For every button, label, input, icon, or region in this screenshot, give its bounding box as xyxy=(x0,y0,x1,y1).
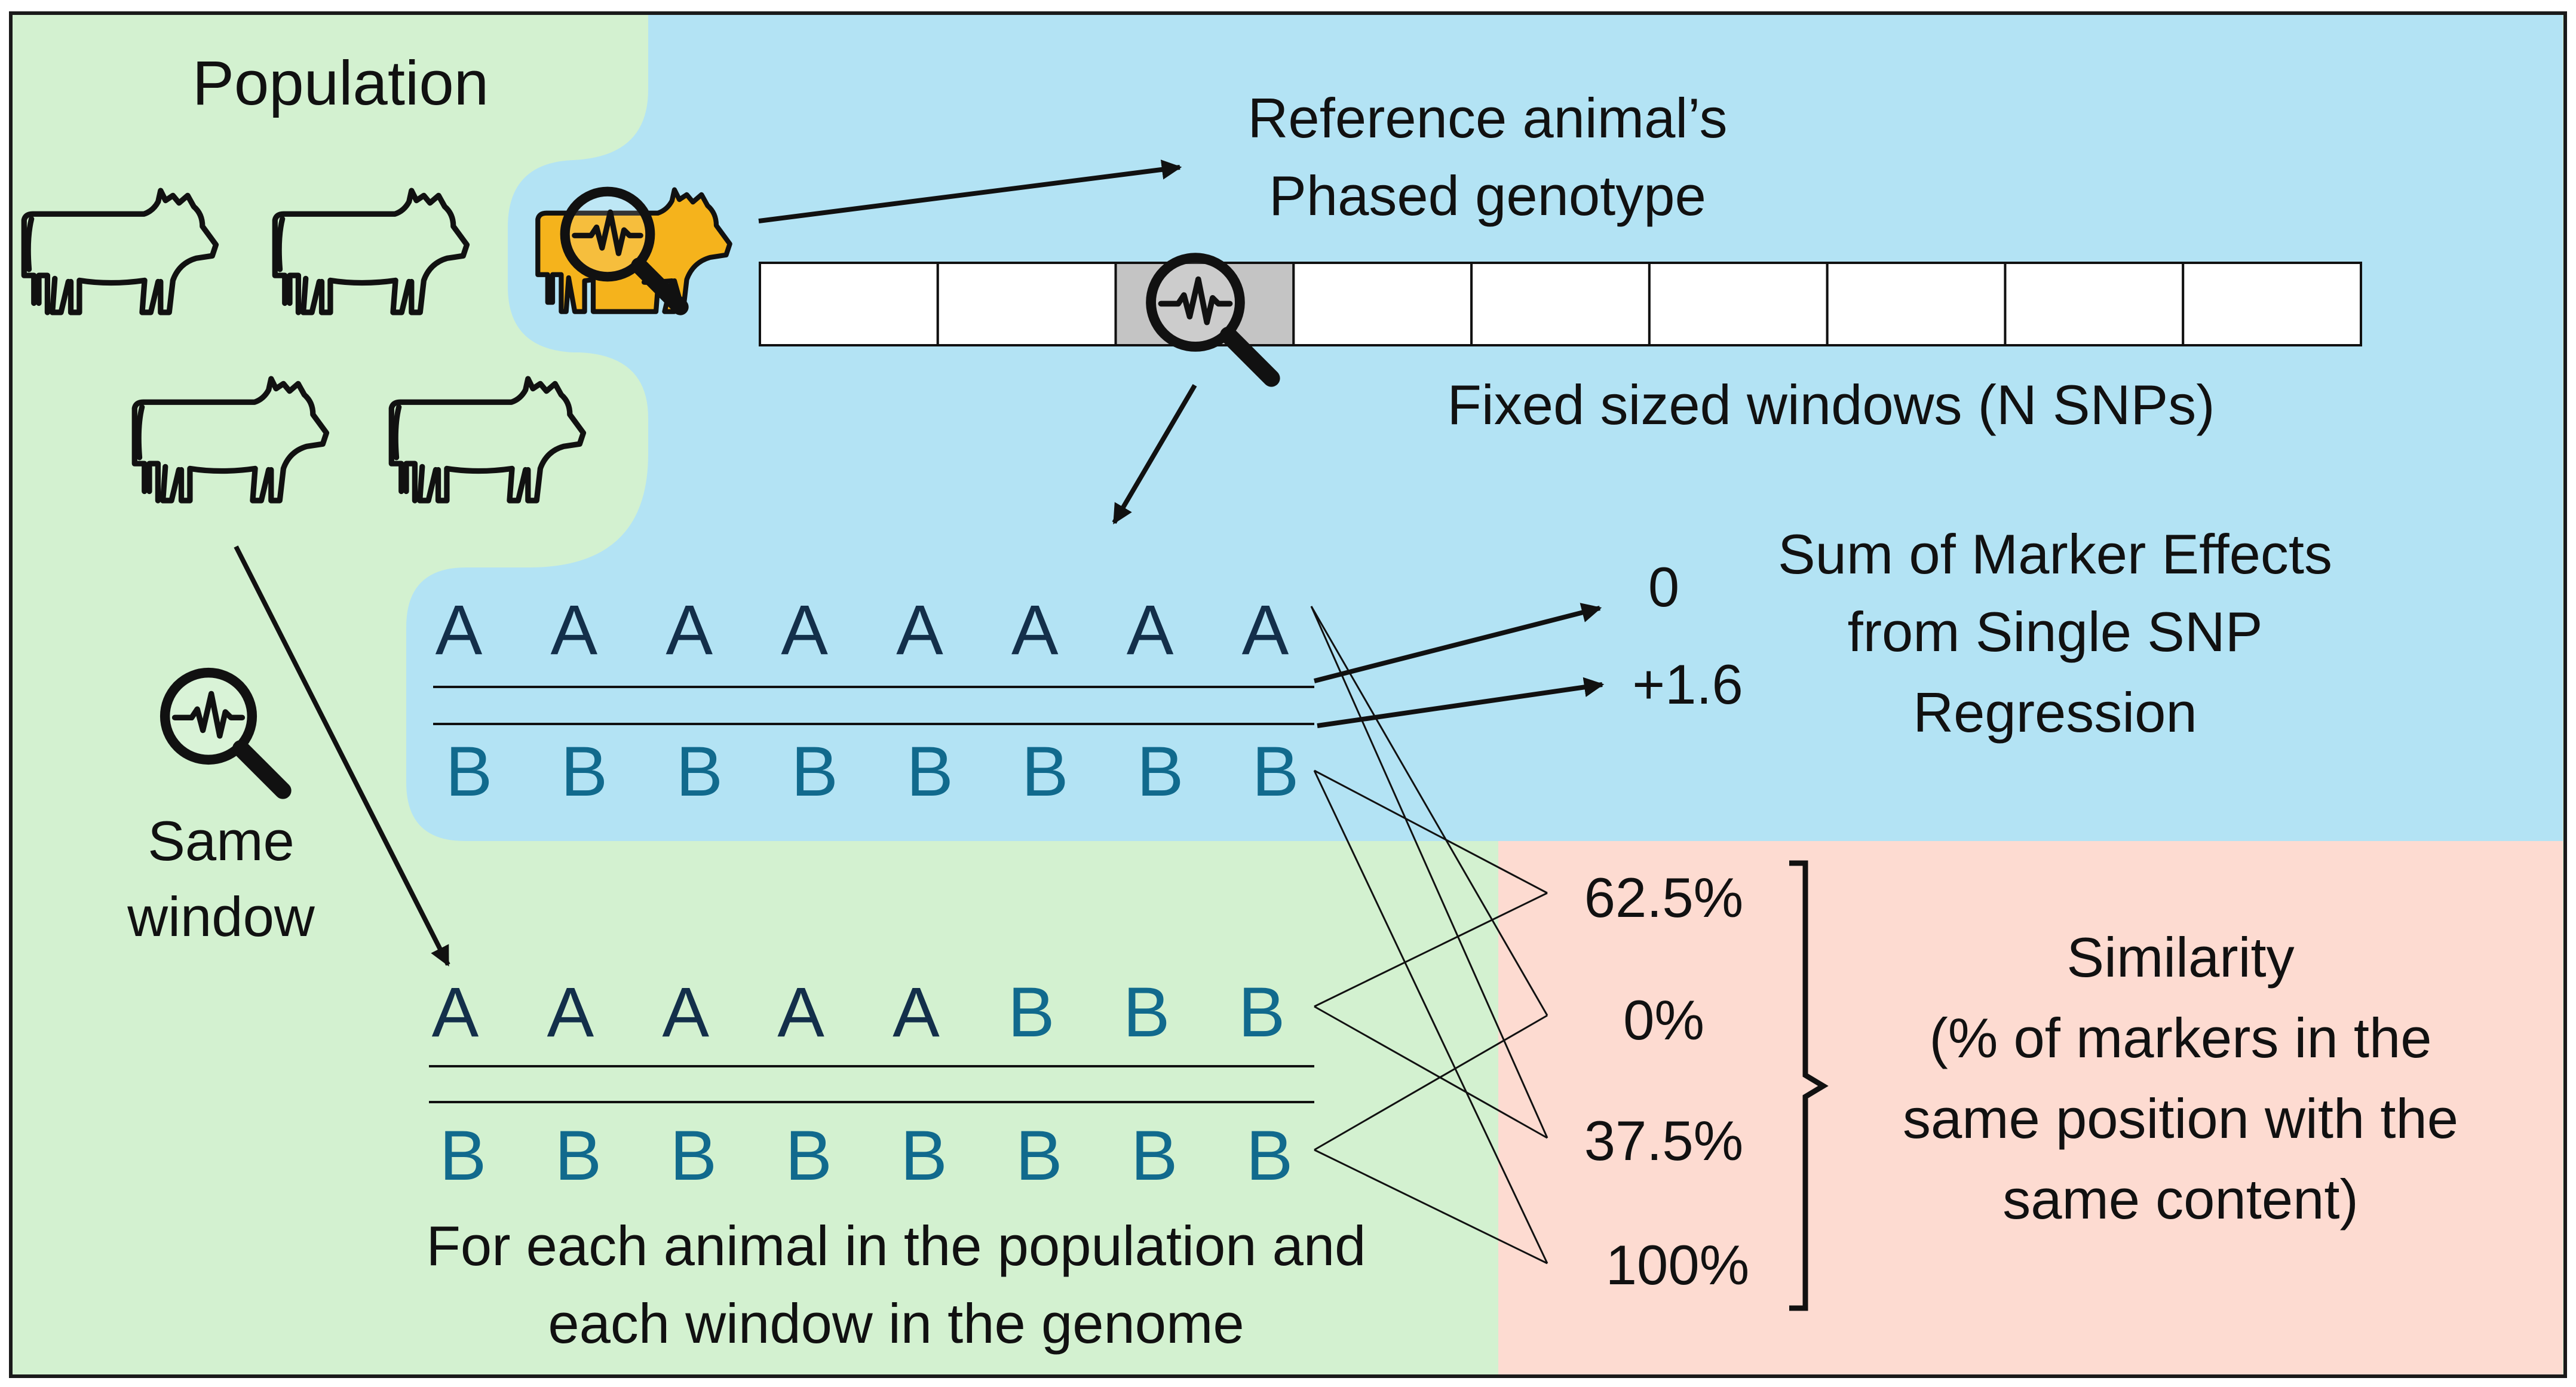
reference-label-line1: Reference animal’s xyxy=(1248,87,1728,149)
allele-letter: B xyxy=(791,732,838,811)
allele-letter: A xyxy=(432,973,479,1052)
allele-letter: B xyxy=(1246,1116,1293,1195)
genotype-window xyxy=(1292,262,1473,346)
arrow-to-reference-haplotypes xyxy=(1112,383,1197,524)
genotype-window xyxy=(1826,262,2007,346)
similarity-label-line2: (% of markers in the xyxy=(1929,1007,2431,1069)
genotype-window xyxy=(2004,262,2185,346)
allele-letter: B xyxy=(1137,732,1184,811)
allele-letter: B xyxy=(1123,973,1170,1052)
genotype-window-bar xyxy=(759,262,2362,346)
blue-region xyxy=(406,15,2563,841)
reference-label-line2: Phased genotype xyxy=(1269,164,1706,227)
allele-letter: A xyxy=(1011,591,1059,670)
allele-letter: B xyxy=(1016,1116,1063,1195)
allele-letter: A xyxy=(896,591,943,670)
fixed-windows-label: Fixed sized windows (N SNPs) xyxy=(1447,373,2215,436)
allele-letter: B xyxy=(440,1116,487,1195)
for-each-label-line1: For each animal in the population and xyxy=(427,1214,1366,1277)
effect-value-bottom: +1.6 xyxy=(1632,653,1743,716)
allele-letter: A xyxy=(1127,591,1174,670)
effect-value-top: 0 xyxy=(1648,556,1679,618)
allele-letter: B xyxy=(1008,973,1055,1052)
similarity-percent: 0% xyxy=(1623,989,1704,1051)
allele-letter: B xyxy=(1252,732,1299,811)
allele-letter: B xyxy=(560,732,608,811)
allele-letter: A xyxy=(436,591,483,670)
allele-letter: B xyxy=(1238,973,1286,1052)
allele-letter: B xyxy=(1131,1116,1178,1195)
allele-letter: B xyxy=(1022,732,1069,811)
sum-label-line1: Sum of Marker Effects xyxy=(1778,523,2332,585)
arrow-to-effect-top xyxy=(1314,603,1602,683)
allele-letter: A xyxy=(1242,591,1289,670)
allele-letter: A xyxy=(550,591,597,670)
sum-label-line2: from Single SNP xyxy=(1848,600,2263,663)
genotype-window xyxy=(2182,262,2362,346)
similarity-bracket xyxy=(1789,860,1829,1311)
similarity-label-line3: same position with the xyxy=(1903,1087,2458,1150)
genotype-window xyxy=(936,262,1117,346)
same-window-label-line1: Same xyxy=(148,809,295,872)
allele-letter: A xyxy=(547,973,594,1052)
same-window-label-line2: window xyxy=(127,885,315,948)
allele-letter: A xyxy=(662,973,709,1052)
genotype-window xyxy=(1470,262,1651,346)
genotype-window xyxy=(1648,262,1829,346)
allele-letter: B xyxy=(554,1116,602,1195)
sum-label-line3: Regression xyxy=(1913,681,2197,744)
pink-region xyxy=(1498,841,2563,1374)
similarity-percent: 62.5% xyxy=(1584,866,1744,929)
allele-letter: A xyxy=(777,973,824,1052)
similarity-label-line1: Similarity xyxy=(2066,926,2294,989)
allele-letter: B xyxy=(446,732,493,811)
allele-letter: A xyxy=(666,591,713,670)
arrow-to-population-haplotypes xyxy=(234,545,450,966)
population-title: Population xyxy=(192,48,489,118)
allele-letter: B xyxy=(900,1116,947,1195)
allele-letter: A xyxy=(893,973,940,1052)
allele-letter: B xyxy=(670,1116,717,1195)
similarity-percent: 100% xyxy=(1606,1233,1749,1296)
allele-letter: A xyxy=(781,591,828,670)
arrow-to-effect-bottom xyxy=(1317,677,1605,728)
genotype-window xyxy=(759,262,939,346)
allele-letter: B xyxy=(676,732,723,811)
allele-letter: B xyxy=(906,732,953,811)
for-each-label-line2: each window in the genome xyxy=(548,1292,1244,1355)
reference-cow-icon xyxy=(535,190,732,312)
allele-letter: B xyxy=(785,1116,832,1195)
similarity-percent: 37.5% xyxy=(1584,1109,1744,1172)
comparison-lines xyxy=(1310,606,1548,1265)
arrow-to-genotype xyxy=(758,159,1182,223)
similarity-label-line4: same content) xyxy=(2002,1168,2359,1230)
